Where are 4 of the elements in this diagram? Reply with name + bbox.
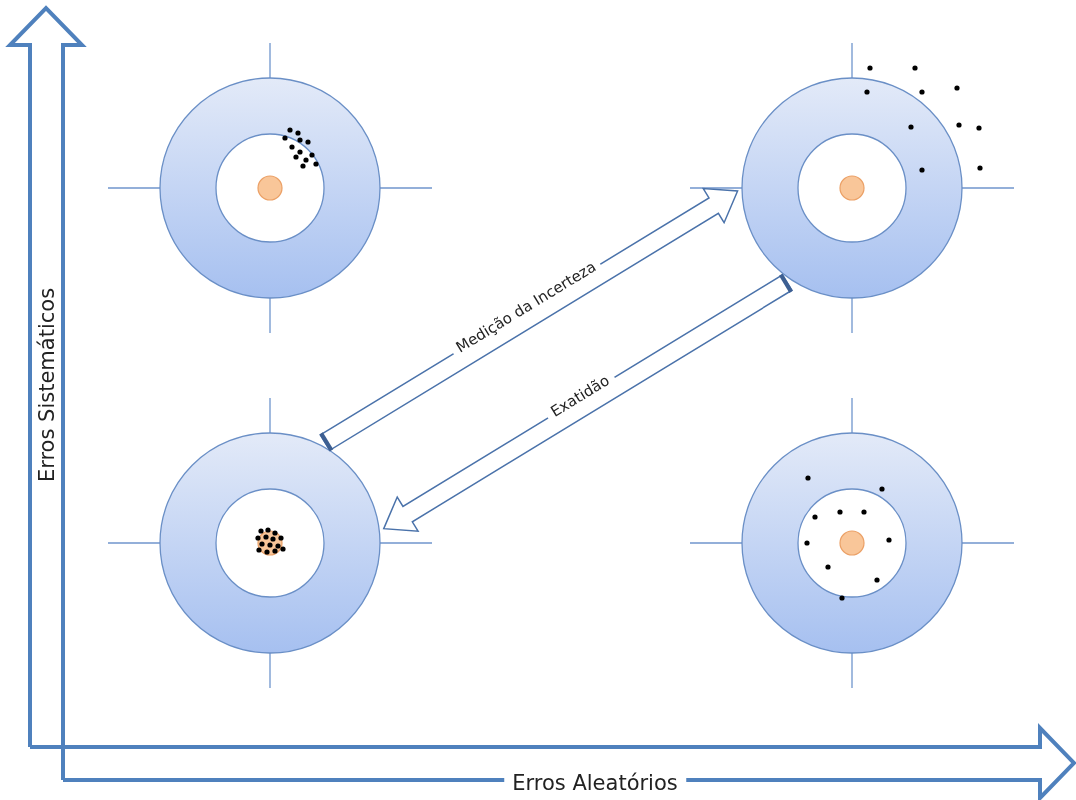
target-drawing <box>741 77 963 299</box>
target-drawing <box>159 432 381 654</box>
target-drawing <box>741 432 963 654</box>
target-drawing <box>159 77 381 299</box>
